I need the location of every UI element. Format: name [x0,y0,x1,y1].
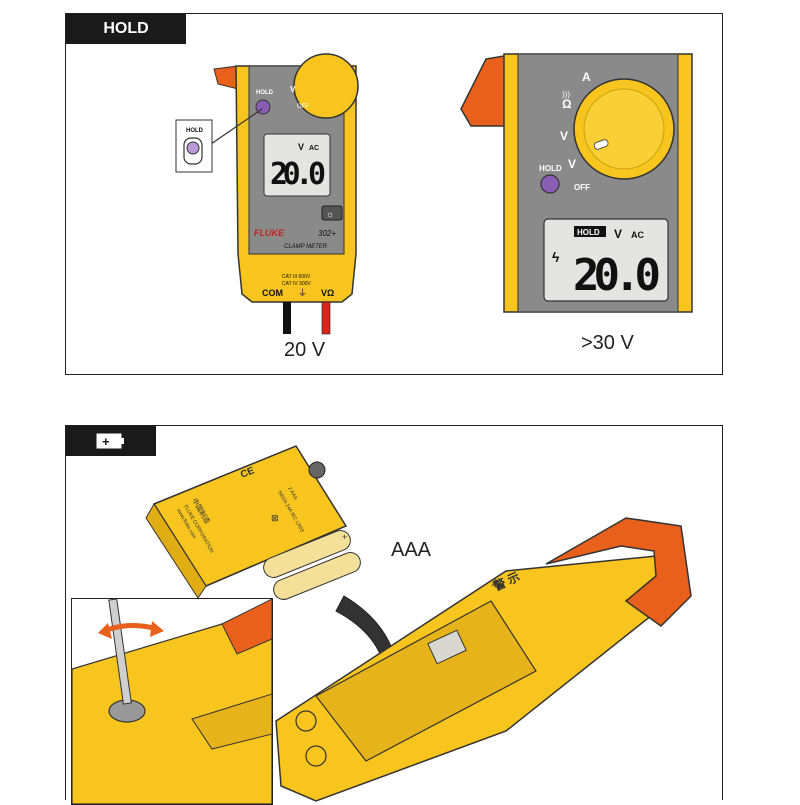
backlight-button[interactable] [321,205,343,221]
hold-section-tag: HOLD [66,14,186,44]
meter-back-body: 警 示 ⚠ [275,517,692,802]
cat-rating-2: CAT IV 300V [282,281,311,287]
zoom-hold-label: HOLD [539,164,562,173]
dial-pointer [593,139,609,150]
battery-replacement-illustration: CE 2 AAA NEDA 24A IEC LR03 中国制造 FLUKE CO… [145,445,692,802]
meter-hold-label: HOLD [256,90,274,96]
battery-plus-mark: + [342,532,347,542]
lcd-mode: AC [309,145,319,152]
callout-hold-label: HOLD [186,128,204,134]
cover-screw [308,461,326,479]
lcd-unit: V [298,142,304,152]
zoom-lcd-unit: V [614,227,622,241]
svg-text:+: + [102,434,110,449]
left-voltage-caption: 20 V [284,339,326,361]
black-probe-lead [283,302,291,334]
red-probe-lead [321,301,331,335]
battery-cover: CE 2 AAA NEDA 24A IEC LR03 中国制造 FLUKE CO… [145,445,348,599]
battery-panel: + CE 2 AAA NEDA 24A IEC LR03 中国制造 FLUKE … [65,425,723,805]
ce-mark: CE [239,465,256,481]
zoom-off-label: OFF [574,183,590,192]
dial-v-label: V [290,85,296,94]
cat-rating-1: CAT III 600V [282,274,311,280]
hold-indicator-box [574,226,606,237]
zoom-vdc-label: V [560,129,568,143]
screwdriver-inset [71,598,273,805]
weee-icon: ⊠ [271,513,279,523]
aaa-batteries: + − [263,530,361,604]
continuity-icon: ))) [562,90,570,99]
meter-lcd [263,133,331,197]
battery-minus-mark: − [280,594,285,604]
right-voltage-caption: >30 V [581,332,634,354]
ground-icon: ⏚ [298,288,307,298]
warning-triangle-icon: ⚠ [491,578,500,589]
lcd-reading: 20.0 [270,157,326,192]
battery-section-tag: + [66,426,156,456]
vohm-jack-label: VΩ [321,288,334,298]
com-jack-label: COM [262,288,283,298]
clamp-jaw [545,517,692,627]
aaa-label: AAA [391,539,432,561]
screwdriver-illustration [72,599,272,804]
brand-logo: FLUKE [254,228,285,238]
model-label: 302+ [318,229,336,238]
high-voltage-icon: ϟ [552,249,560,265]
rotate-arrow-icon [103,623,158,634]
hold-panel: HOLD OFF V HOLD V AC 20.0 ☼ FLUKE 302+ C… [65,13,723,375]
battery-icon: + [96,433,124,449]
hold-indicator: HOLD [577,228,600,237]
battery-compartment [315,600,537,762]
zoom-lcd-mode: AC [631,230,644,240]
jack-icon [295,710,317,732]
zoom-lcd [543,218,669,302]
backlight-icon: ☼ [326,209,334,219]
zoom-vac-label: V [568,157,576,171]
zoom-lcd-reading: 20.0 [573,250,661,301]
dial-off-label: OFF [297,104,309,110]
zoom-ohm-label: Ω [562,97,572,111]
meter-illustration: OFF V HOLD V AC 20.0 ☼ FLUKE 302+ CLAMP … [175,53,359,335]
zoomed-meter-illustration: A Ω ))) V V OFF HOLD HOLD V AC ϟ 20.0 [460,53,693,313]
zoom-a-label: A [582,70,591,84]
jack-icon [305,745,327,767]
zoom-hold-button[interactable] [540,174,560,194]
meter-subtitle: CLAMP METER [284,244,328,250]
rotary-dial[interactable] [293,53,359,119]
